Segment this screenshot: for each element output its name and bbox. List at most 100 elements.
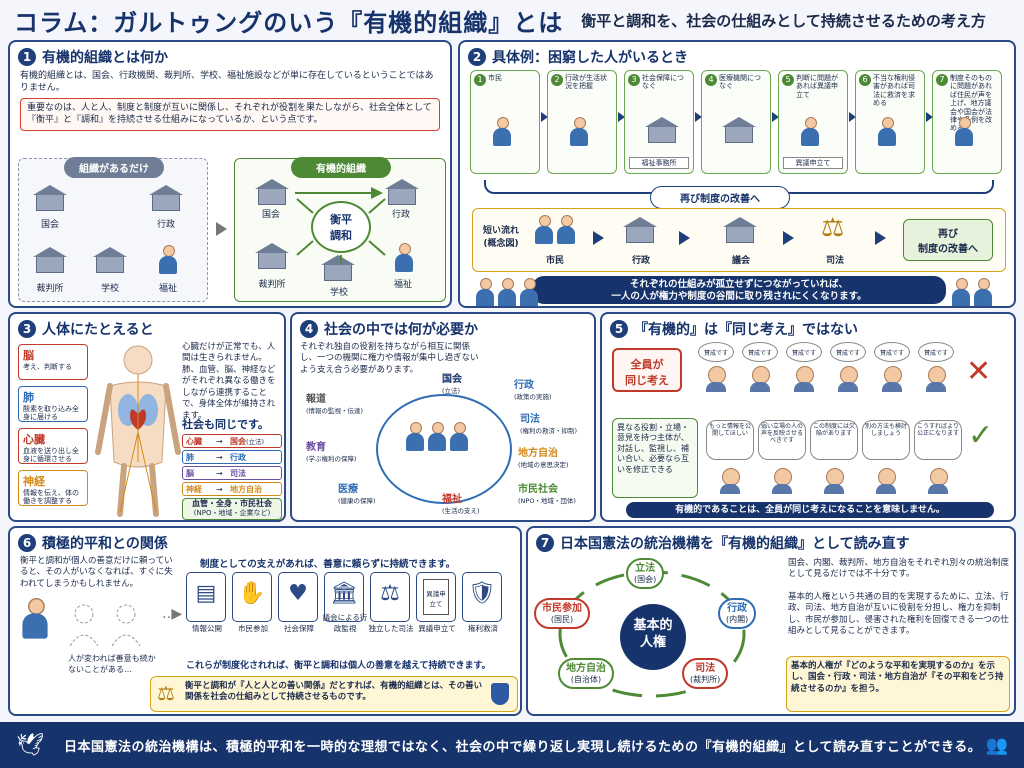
arrow-right-icon bbox=[618, 112, 625, 122]
panel-number: 6 bbox=[18, 534, 36, 552]
item-label: 国会 bbox=[40, 220, 59, 230]
tool-label: 議会による行政監視 bbox=[322, 613, 368, 633]
diet-building-icon bbox=[723, 217, 757, 243]
organ-name: 心臓 bbox=[23, 433, 45, 446]
step-text: 市民 bbox=[488, 74, 502, 82]
building-icon bbox=[33, 185, 67, 211]
node-label: 行政 bbox=[514, 380, 534, 391]
header: コラム：ガルトゥングのいう『有機的組織』とは 衡平と調和を、社会の仕組みとして持… bbox=[0, 0, 1024, 40]
speech-bubble: 賛成です bbox=[874, 342, 910, 362]
step-number: 7 bbox=[936, 74, 948, 86]
node-sub: (内閣) bbox=[726, 614, 749, 624]
tool-label: 権利救済 bbox=[468, 624, 498, 633]
institution-label: 地方自治 bbox=[230, 484, 262, 494]
arrow-right-icon: → bbox=[216, 468, 223, 478]
panel-number: 1 bbox=[18, 48, 36, 66]
organ-desc: 情報を伝え、体の働きを調整する bbox=[23, 489, 79, 506]
arrow-right-icon bbox=[926, 112, 933, 122]
tool-card: ▤情報公開 bbox=[186, 572, 226, 633]
flow-step: 議会 bbox=[731, 256, 750, 266]
panel-title: 『有機的』は『同じ考え』ではない bbox=[634, 322, 858, 338]
flow-box: 短い流れ (概念図) 市民 行政 議会 ⚖ 司法 再び 制度の改善へ bbox=[472, 208, 1006, 272]
tool-card: ⚖ 独立した司法 bbox=[369, 572, 414, 633]
node-label: 国会 bbox=[442, 374, 462, 385]
check-icon: ✓ bbox=[968, 418, 994, 453]
step-text: 不当な権利侵害があれば司法に救済を求める bbox=[873, 74, 915, 108]
government-node: 立法(国会) bbox=[626, 558, 665, 589]
step-text: 社会保障につなぐ bbox=[642, 74, 684, 91]
tool-card: 🛡権利救済 bbox=[462, 572, 502, 633]
center-ring bbox=[376, 394, 512, 504]
flow-step: 行政 bbox=[631, 256, 650, 266]
step-illustration-icon bbox=[645, 117, 679, 143]
organic-org-box: 有機的組織 国会 行政 裁判所 学校 福祉 衡平 調和 bbox=[234, 157, 446, 302]
person-icon bbox=[750, 366, 770, 392]
arrow-right-icon bbox=[849, 112, 856, 122]
institution-label: 行政 bbox=[230, 452, 246, 462]
arrow-right-icon bbox=[875, 231, 886, 245]
node-sub: (地域の意思決定) bbox=[518, 461, 569, 469]
node-sub: (生活の支え) bbox=[442, 507, 480, 515]
caregiver-icon bbox=[157, 245, 179, 275]
left-text: 衡平と調和が個人の善意だけに頼っていると、その人がいなくなれば、すぐに失われてし… bbox=[20, 556, 173, 589]
text-1: 国会、内閣、裁判所、地方自治をそれぞれ別々の統治制度として見るだけでは不十分です… bbox=[788, 558, 1010, 580]
arrow-right-icon: → bbox=[216, 452, 223, 462]
person-icon bbox=[720, 468, 740, 494]
step-number: 3 bbox=[628, 74, 640, 86]
arrow-right-icon bbox=[679, 231, 690, 245]
person-icon bbox=[794, 366, 814, 392]
speech-bubble: 賛成です bbox=[742, 342, 778, 362]
step-sign: 異議申立て bbox=[783, 157, 843, 169]
flow-step: 市民 bbox=[545, 256, 564, 266]
person-icon bbox=[928, 468, 948, 494]
tool-label: 異議申立て bbox=[418, 624, 456, 633]
panel-number: 3 bbox=[18, 320, 36, 338]
tool-label: 独立した司法 bbox=[368, 624, 414, 633]
society-node: 報道 (情報の監視・伝達) bbox=[306, 390, 380, 415]
tool-label: 市民参加 bbox=[238, 624, 268, 633]
step-number: 2 bbox=[551, 74, 563, 86]
node-label: 教育 bbox=[306, 442, 326, 453]
organ-name: 肺 bbox=[23, 391, 34, 404]
tool-icon: ▤ bbox=[195, 581, 217, 606]
organ-label: 心臓 bbox=[186, 436, 202, 446]
society-node: 医療(健康の保障) bbox=[338, 480, 412, 505]
step-illustration-icon bbox=[722, 117, 756, 143]
summary-bar: ⚖ 衡平と調和が『人と人との善い関係』だとすれば、有機的組織とは、その善い関係を… bbox=[150, 676, 518, 712]
society-node: 国会(立法) bbox=[442, 370, 516, 395]
person-icon bbox=[706, 366, 726, 392]
organ-label: 脳 bbox=[186, 468, 194, 478]
organ-box: 神経情報を伝え、体の働きを調整する bbox=[18, 470, 88, 506]
society-node: 教育(学ぶ権利の保障) bbox=[306, 438, 380, 463]
society-same: 社会も同じです。 bbox=[182, 418, 269, 431]
caregiver-icon bbox=[393, 243, 415, 273]
node-sub: (情報の監視・伝達) bbox=[306, 407, 364, 415]
organ-desc: 考え、判断する bbox=[23, 363, 72, 371]
speech-bubble: 賛成です bbox=[830, 342, 866, 362]
step-number: 4 bbox=[705, 74, 717, 86]
node-label: 報道 bbox=[306, 394, 326, 405]
tool-icon: ⚖ bbox=[380, 581, 400, 606]
scales-icon: ⚖ bbox=[157, 681, 175, 705]
node-label: 医療 bbox=[338, 484, 358, 495]
tool-card: 🏛 議会による行政監視 bbox=[323, 572, 367, 633]
tool-icon: 🏛 bbox=[330, 581, 358, 606]
citizens-icon bbox=[533, 215, 577, 245]
bottom-map: 血管・全身・市民社会 (NPO・地域・企業など) bbox=[182, 498, 282, 520]
flow-step: 司法 bbox=[825, 256, 844, 266]
worried-person-icon bbox=[22, 598, 48, 639]
society-node: 司法(権利の救済・抑制) bbox=[520, 410, 594, 435]
speech-bubble: 賛成です bbox=[918, 342, 954, 362]
item-label: 裁判所 bbox=[36, 284, 64, 294]
panel-title: 具体例：困窮した人がいるとき bbox=[492, 50, 688, 66]
government-node: 行政(内閣) bbox=[718, 598, 757, 629]
panel-title: 日本国憲法の統治機構を『有機的組織』として読み直す bbox=[560, 536, 910, 552]
step-text: 医療機関につなぐ bbox=[719, 74, 761, 91]
organ-name: 神経 bbox=[23, 475, 45, 488]
step-number: 6 bbox=[859, 74, 871, 86]
